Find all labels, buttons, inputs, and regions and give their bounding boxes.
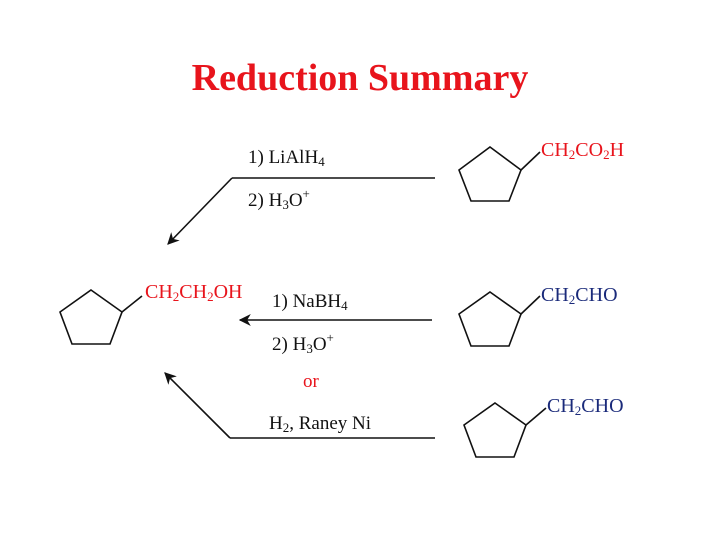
slide-title: Reduction Summary <box>191 57 529 99</box>
or-label: or <box>303 371 319 392</box>
reagent-h2-raney-ni: H2, Raney Ni <box>269 413 372 435</box>
reagent-lialh4: 1) LiAlH4 <box>248 147 325 169</box>
substrate-carboxylic-acid: CH2CO2H <box>541 139 625 162</box>
product-alcohol: CH2CH2OH <box>145 281 243 304</box>
cyclopentane-ring-aldehyde-bottom <box>463 402 547 458</box>
reagent-nabh4: 1) NaBH4 <box>272 291 348 313</box>
arrow-lialh4 <box>167 177 435 245</box>
cyclopentane-ring-product <box>59 289 143 345</box>
arrow-raney-ni <box>164 372 435 439</box>
reagent-h3o-2: 2) H3O+ <box>272 330 334 356</box>
substrate-aldehyde-bottom: CH2CHO <box>547 395 624 418</box>
cyclopentane-ring-aldehyde-top <box>458 291 541 347</box>
cyclopentane-ring-acid <box>458 146 541 202</box>
substrate-aldehyde-top: CH2CHO <box>541 284 618 307</box>
reagent-h3o-1: 2) H3O+ <box>248 186 310 212</box>
